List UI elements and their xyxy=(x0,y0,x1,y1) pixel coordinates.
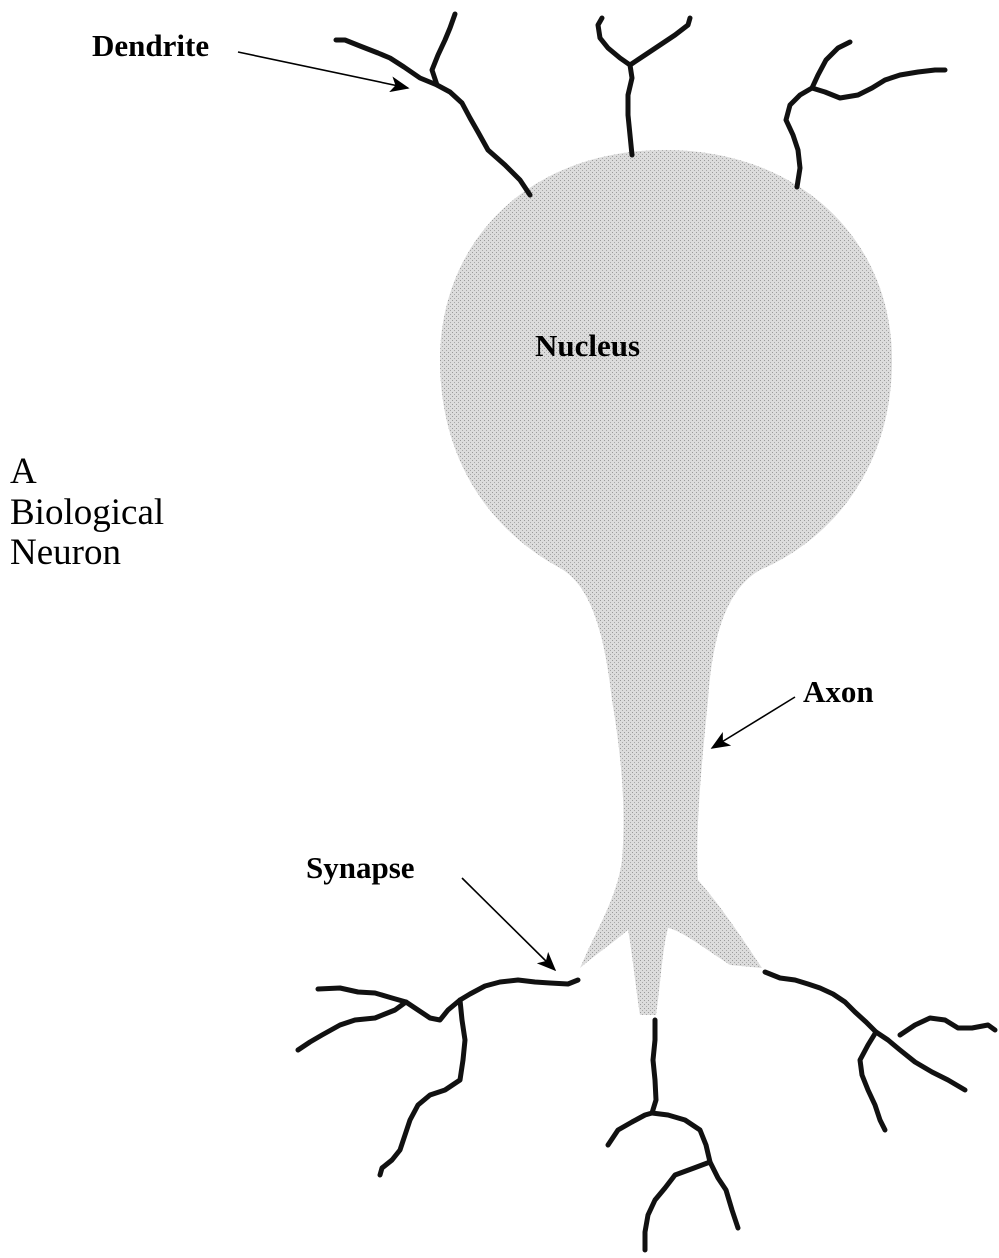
diagram-title: A Biological Neuron xyxy=(10,452,164,574)
dendrite-branch xyxy=(598,18,632,155)
axon-pointer xyxy=(712,697,795,748)
dendrite-label: Dendrite xyxy=(92,30,209,61)
terminal-branch xyxy=(645,1162,710,1250)
nucleus-label: Nucleus xyxy=(535,330,640,361)
dendrite-branch xyxy=(786,42,850,187)
terminal-branch xyxy=(652,1113,738,1228)
title-line-2: Biological xyxy=(10,493,164,534)
terminal-branch xyxy=(608,1020,656,1145)
dendrite-branch xyxy=(812,70,945,98)
terminal-branch xyxy=(318,980,578,1020)
terminal-branch xyxy=(860,1032,885,1130)
synapse-label: Synapse xyxy=(306,852,415,883)
terminal-branch xyxy=(765,972,965,1090)
dendrite-branch xyxy=(432,14,455,85)
axon-label: Axon xyxy=(803,676,874,707)
title-line-3: Neuron xyxy=(10,533,164,574)
synapse-pointer xyxy=(462,878,555,970)
terminal-branch xyxy=(900,1018,995,1035)
terminal-branch xyxy=(298,1002,406,1050)
dendrite-branch xyxy=(630,18,690,65)
title-line-1: A xyxy=(10,452,164,493)
cell-body xyxy=(440,150,892,1015)
terminal-branch xyxy=(380,1000,465,1175)
